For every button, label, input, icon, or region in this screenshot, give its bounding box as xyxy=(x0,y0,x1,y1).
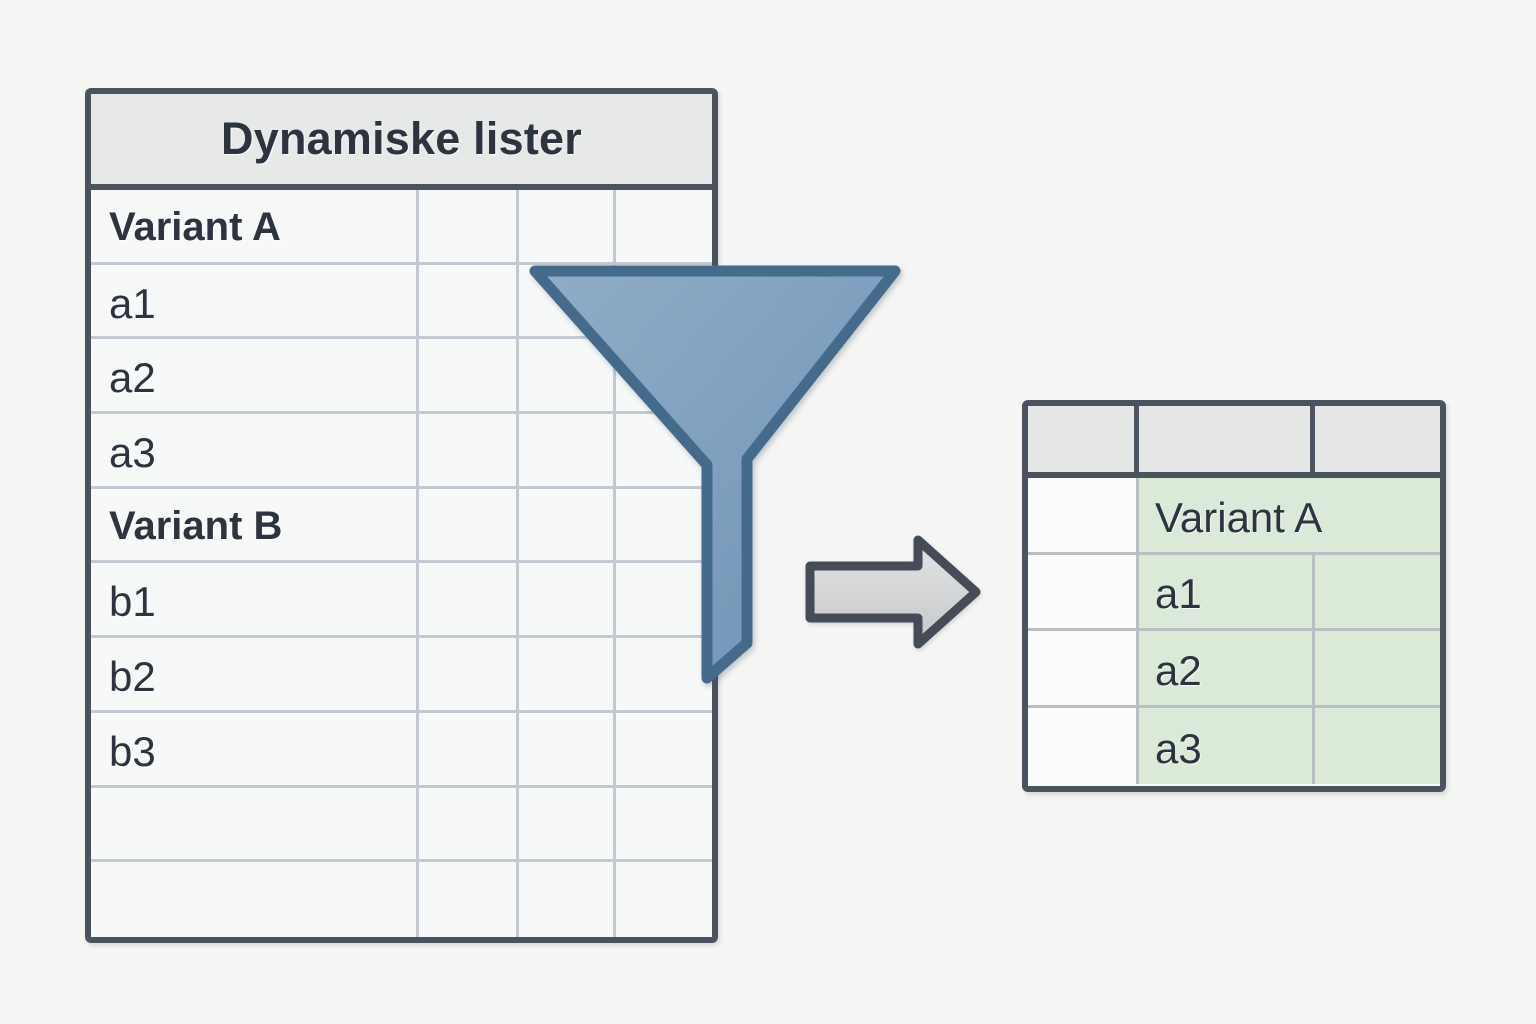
result-cell-1 xyxy=(1028,478,1139,552)
source-row-label: a1 xyxy=(109,279,156,327)
source-cell-4 xyxy=(616,862,712,937)
source-cell-3 xyxy=(519,414,616,486)
source-cell-3 xyxy=(519,712,616,785)
source-row-label: a2 xyxy=(109,354,156,402)
source-cell-label: a1 xyxy=(91,264,419,337)
source-row-label: Variant A xyxy=(109,204,281,249)
arrow-shape xyxy=(805,535,981,649)
table-row: b2 xyxy=(91,638,712,713)
table-row: a3 xyxy=(91,414,712,489)
source-row-label: b2 xyxy=(109,652,156,700)
source-cell-label: a2 xyxy=(91,339,419,412)
arrow-right-icon xyxy=(805,535,981,649)
source-table: Dynamiske lister Variant A a1 xyxy=(85,88,718,943)
source-cell-3 xyxy=(519,339,616,412)
source-cell-3 xyxy=(519,563,616,636)
table-row: b1 xyxy=(91,563,712,639)
result-cell-merged: Variant A xyxy=(1139,478,1440,552)
source-cell-label xyxy=(91,862,419,937)
source-cell-2 xyxy=(419,488,519,561)
table-row: Variant B xyxy=(91,488,712,564)
result-header-cell-3 xyxy=(1315,406,1440,472)
source-cell-label: Variant A xyxy=(91,190,419,262)
source-cell-2 xyxy=(419,787,519,860)
result-cell-2: a2 xyxy=(1139,631,1315,705)
result-row-label: a1 xyxy=(1155,570,1202,618)
result-cell-1 xyxy=(1028,554,1139,629)
table-row: a1 xyxy=(1028,554,1440,632)
source-cell-2 xyxy=(419,638,519,710)
source-cell-label: b1 xyxy=(91,563,419,636)
result-row-label: a3 xyxy=(1155,725,1202,773)
source-cell-2 xyxy=(419,712,519,785)
source-cell-3 xyxy=(519,862,616,937)
source-row-label: Variant B xyxy=(109,503,283,548)
source-table-grid: Variant A a1 a2 xyxy=(91,190,712,937)
table-row: Variant A xyxy=(1028,478,1440,555)
source-cell-label: b2 xyxy=(91,638,419,710)
source-cell-4 xyxy=(616,788,712,860)
source-cell-2 xyxy=(419,190,519,262)
source-cell-3 xyxy=(519,638,616,710)
funnel-icon xyxy=(529,265,901,684)
source-cell-2 xyxy=(419,862,519,937)
source-cell-3 xyxy=(519,190,616,262)
table-row xyxy=(91,787,712,863)
source-cell-2 xyxy=(419,264,519,337)
source-cell-3 xyxy=(519,488,616,561)
table-row: Variant A xyxy=(91,190,712,265)
source-cell-label: b3 xyxy=(91,712,419,785)
result-table-header-row xyxy=(1028,406,1440,478)
result-cell-1 xyxy=(1028,707,1139,785)
source-cell-4 xyxy=(616,190,712,262)
result-header-cell-1 xyxy=(1028,406,1139,472)
funnel-shape xyxy=(529,265,901,684)
table-row: b3 xyxy=(91,712,712,788)
result-cell-2: a1 xyxy=(1139,554,1315,629)
source-cell-label: Variant B xyxy=(91,488,419,561)
source-cell-label: a3 xyxy=(91,414,419,486)
source-table-title-row: Dynamiske lister xyxy=(91,94,712,190)
source-cell-4 xyxy=(616,713,712,785)
source-cell-2 xyxy=(419,563,519,636)
result-cell-2: a3 xyxy=(1139,707,1315,785)
source-table-title: Dynamiske lister xyxy=(221,113,582,164)
table-row: a2 xyxy=(1028,631,1440,708)
result-cell-3 xyxy=(1315,707,1440,785)
result-row-label: Variant A xyxy=(1155,493,1323,541)
result-row-label: a2 xyxy=(1155,646,1202,694)
source-cell-label xyxy=(91,787,419,860)
source-row-label: b3 xyxy=(109,727,156,775)
result-cell-3 xyxy=(1315,554,1440,629)
source-row-label: b1 xyxy=(109,578,156,626)
result-cell-3 xyxy=(1315,631,1440,705)
source-cell-3 xyxy=(519,787,616,860)
result-table: Variant A a1 a2 a3 xyxy=(1022,400,1446,792)
result-header-cell-2 xyxy=(1139,406,1315,472)
source-row-label: a3 xyxy=(109,428,156,476)
table-row: a3 xyxy=(1028,707,1440,785)
table-row xyxy=(91,862,712,937)
result-cell-1 xyxy=(1028,631,1139,705)
source-cell-2 xyxy=(419,339,519,412)
source-cell-2 xyxy=(419,414,519,486)
